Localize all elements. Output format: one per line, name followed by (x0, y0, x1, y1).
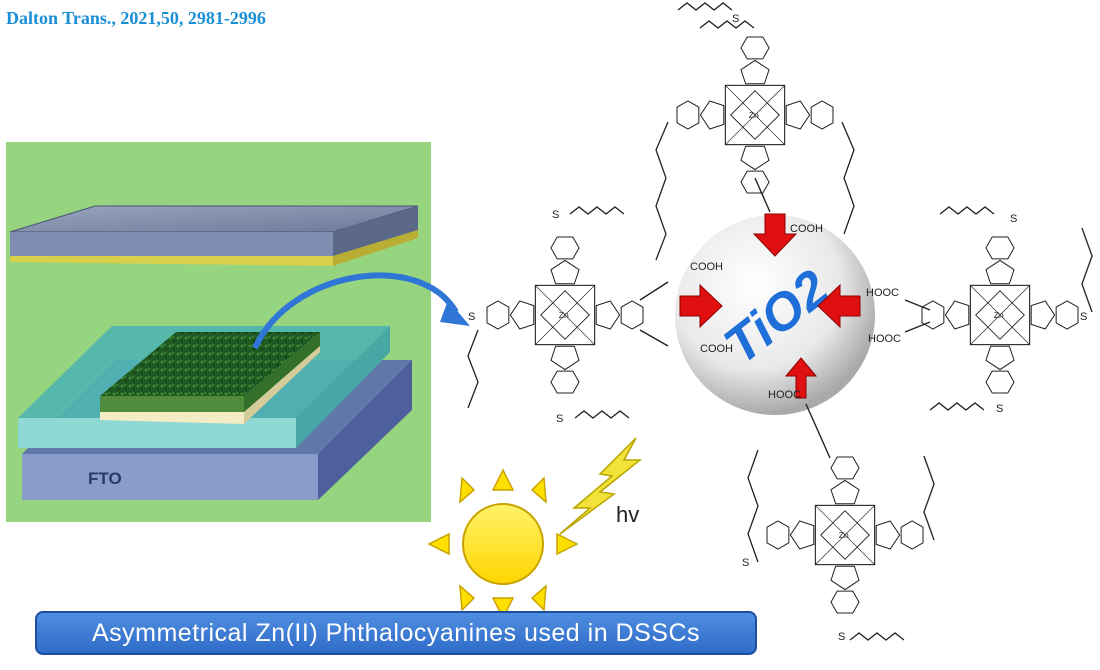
caption-text: Asymmetrical Zn(II) Phthalocyanines used… (91, 618, 701, 647)
svg-text:Zn: Zn (559, 310, 569, 320)
zoom-arrow (252, 272, 459, 350)
svg-text:HOOC: HOOC (868, 333, 901, 345)
svg-text:S: S (996, 403, 1003, 415)
svg-text:S: S (732, 13, 739, 25)
svg-text:COOH: COOH (700, 343, 733, 355)
hv-label: hv (616, 502, 639, 527)
arrow-from-top (752, 213, 798, 257)
chains-top: S COOH (655, 2, 855, 261)
caption-banner: Asymmetrical Zn(II) Phthalocyanines used… (35, 611, 757, 655)
svg-text:HOOC: HOOC (768, 389, 801, 401)
chains-left: S S S COOH COOH (467, 206, 733, 425)
arrow-from-right (817, 283, 861, 329)
chains-right: S S S HOOC HOOC (866, 206, 1093, 415)
dye-molecule-right: Zn (921, 236, 1079, 394)
svg-text:S: S (838, 631, 845, 643)
electron-injection-arrows (679, 213, 861, 399)
svg-text:S: S (1080, 311, 1087, 323)
svg-text:S: S (556, 413, 563, 425)
svg-text:HOOC: HOOC (866, 287, 899, 299)
svg-text:S: S (742, 557, 749, 569)
lightning-icon (559, 437, 643, 535)
svg-text:S: S (468, 311, 475, 323)
svg-text:COOH: COOH (690, 261, 723, 273)
counter-electrode-plate (9, 205, 419, 266)
svg-text:COOH: COOH (790, 223, 823, 235)
citation: Dalton Trans., 2021,50, 2981-2996 (6, 8, 266, 28)
sun-icon (427, 468, 579, 620)
fto-label: FTO (88, 469, 122, 488)
arrow-from-bottom (784, 357, 818, 399)
dye-molecule-left: Zn (486, 236, 644, 394)
chains-bottom: HOOC S S (742, 389, 935, 643)
svg-text:Zn: Zn (994, 310, 1004, 320)
svg-text:Zn: Zn (749, 110, 759, 120)
svg-text:Zn: Zn (839, 530, 849, 540)
dye-sensitized-layer (100, 332, 320, 424)
dye-molecule-bottom: Zn (766, 456, 924, 614)
tio2-sphere (675, 215, 875, 415)
arrow-from-left (679, 283, 723, 329)
svg-text:S: S (552, 209, 559, 221)
zoom-arrow-head (440, 300, 470, 326)
dye-molecule-top: Zn (676, 36, 834, 194)
svg-text:S: S (1010, 213, 1017, 225)
